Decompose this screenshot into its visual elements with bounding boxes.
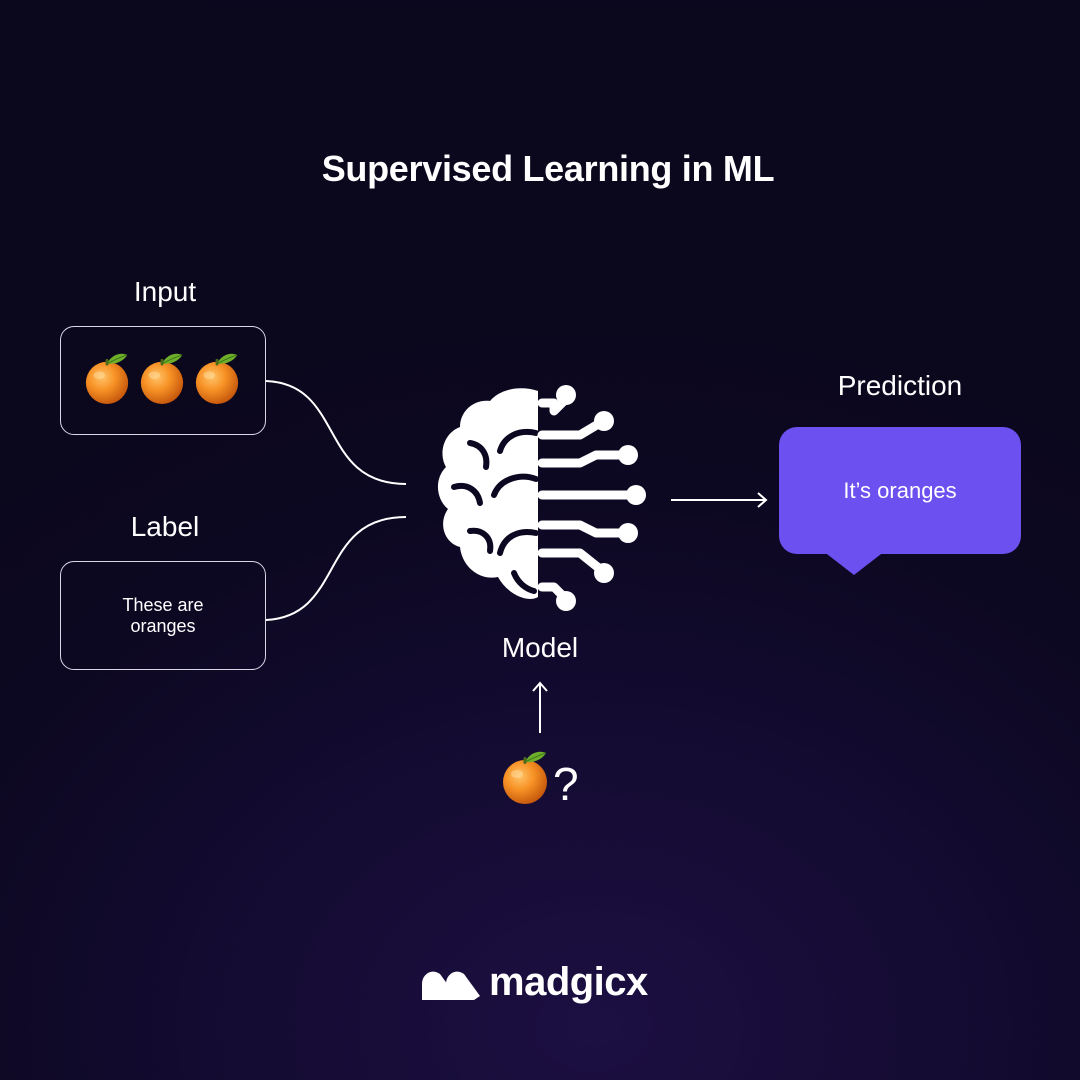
madgicx-logo-icon [422,971,480,1000]
query-arrow [532,681,548,733]
input-box [60,326,266,435]
orange-fruit-icon [500,750,550,806]
label-text: These are oranges [122,594,204,636]
input-connector-line [265,380,407,485]
input-heading: Input [133,276,197,307]
brain-circuit-icon [437,385,646,611]
speech-bubble-tail [823,551,885,575]
prediction-bubble: It’s oranges [779,427,1021,554]
question-mark: ? [553,758,579,810]
page-title: Supervised Learning in ML [321,148,775,189]
model-heading: Model [501,632,579,663]
prediction-heading: Prediction [837,370,963,401]
label-connector-line [265,516,407,621]
prediction-arrow [671,492,768,508]
brand-name: madgicx [489,960,648,1004]
label-box: These are oranges [60,561,266,670]
label-heading: Label [130,511,200,542]
prediction-text: It’s oranges [843,477,957,503]
